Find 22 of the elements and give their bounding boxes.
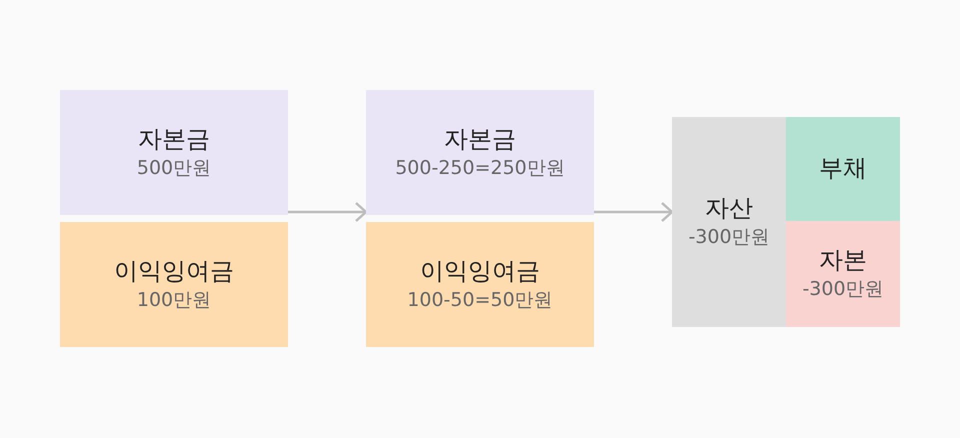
value-text: -300만원 (688, 225, 770, 250)
account-box (366, 222, 594, 347)
value-text: 100만원 (136, 288, 212, 313)
heading-text: 이익잉여금 (420, 256, 540, 287)
heading-text: 자산 (705, 193, 753, 224)
account-box (786, 221, 900, 327)
value-text: -300만원 (802, 277, 884, 302)
value-text: 500만원 (136, 156, 212, 181)
arrow (288, 202, 368, 222)
value-text: 500-250=250만원 (395, 156, 565, 181)
account-box (60, 90, 288, 215)
heading-text: 부채 (819, 153, 867, 184)
heading-text: 자본금 (444, 124, 516, 155)
account-box (786, 117, 900, 221)
account-box (60, 222, 288, 347)
heading-text: 자본 (819, 245, 867, 276)
value-text: 100-50=50만원 (407, 288, 553, 313)
heading-text: 이익잉여금 (114, 256, 234, 287)
arrow (594, 202, 674, 222)
account-box (672, 117, 786, 327)
account-box (366, 90, 594, 215)
heading-text: 자본금 (138, 124, 210, 155)
